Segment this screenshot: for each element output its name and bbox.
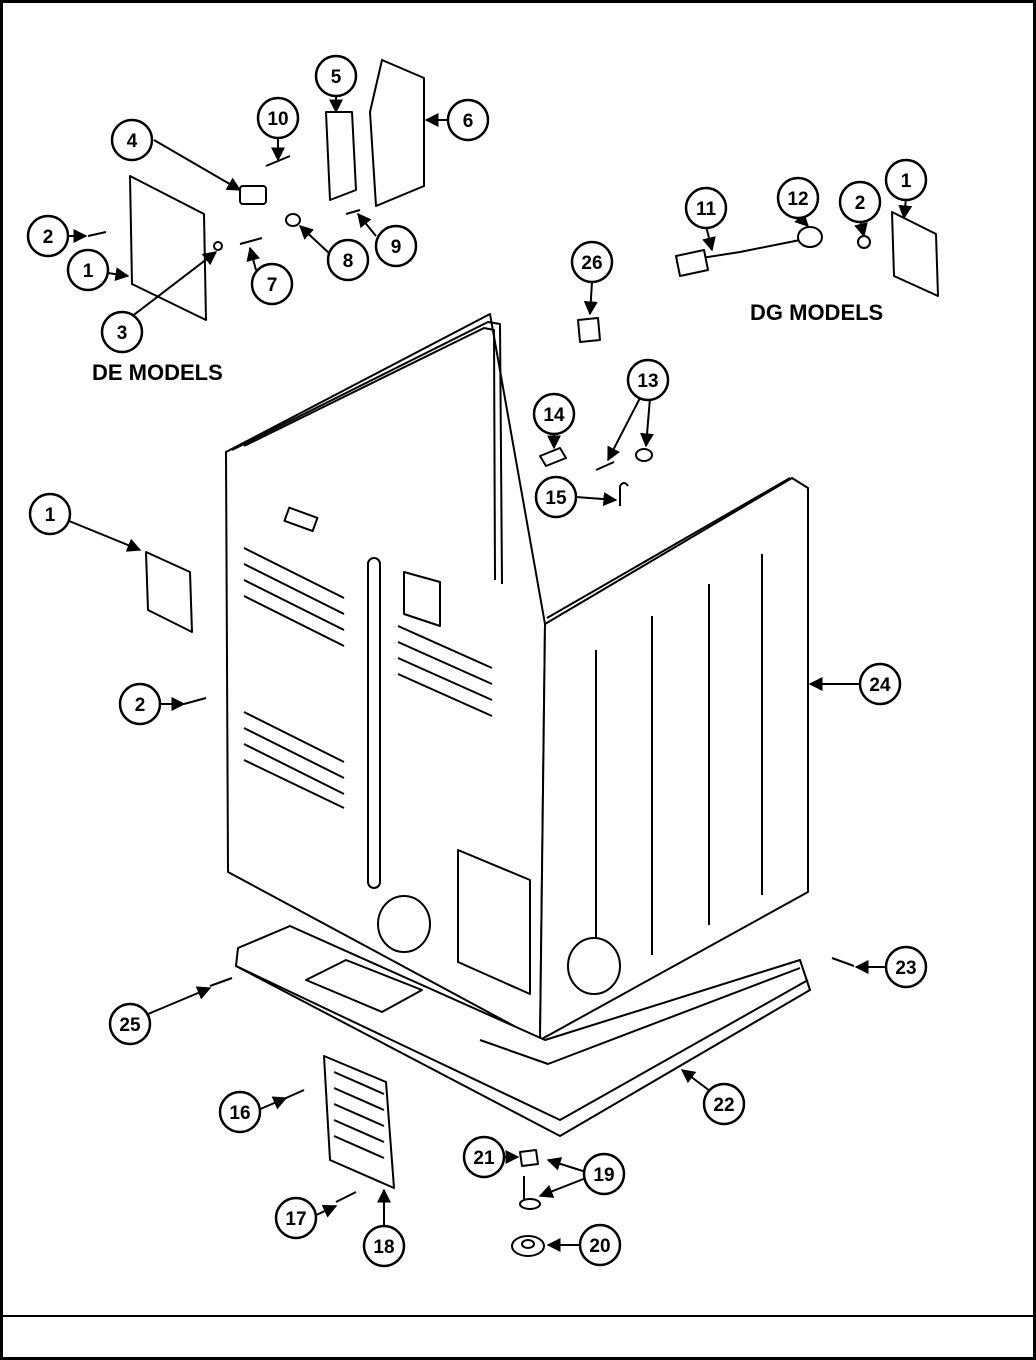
callout-1-dg: 1	[886, 160, 926, 200]
callout-2-left: 2	[120, 684, 160, 724]
callout-8: 8	[328, 240, 368, 280]
callout-11: 11	[686, 188, 726, 228]
callout-2-de: 2	[28, 216, 68, 256]
callout-4: 4	[112, 120, 152, 160]
callout-15: 15	[536, 477, 576, 517]
de-models-label: DE MODELS	[92, 360, 223, 385]
callout-14: 14	[534, 394, 574, 434]
svg-text:22: 22	[713, 1095, 734, 1116]
svg-text:12: 12	[787, 189, 808, 210]
terminal-bracket	[370, 60, 424, 206]
svg-text:21: 21	[473, 1148, 495, 1169]
callout-23: 23	[886, 947, 926, 987]
callout-9: 9	[376, 226, 416, 266]
callout-1-de: 1	[68, 250, 108, 290]
callout-19: 19	[584, 1154, 624, 1194]
callout-5: 5	[316, 56, 356, 96]
svg-text:6: 6	[463, 111, 474, 132]
svg-text:1: 1	[45, 505, 56, 526]
svg-text:7: 7	[267, 275, 278, 296]
strain-relief	[798, 227, 822, 247]
callout-7: 7	[252, 264, 292, 304]
svg-text:20: 20	[589, 1236, 610, 1257]
terminal-cover-dg	[892, 212, 938, 296]
callout-21: 21	[464, 1137, 504, 1177]
callout-16: 16	[220, 1092, 260, 1132]
terminal-cover-left	[146, 552, 192, 632]
access-cover-plate	[324, 1056, 394, 1188]
svg-text:2: 2	[43, 227, 54, 248]
svg-text:5: 5	[331, 67, 342, 88]
svg-text:16: 16	[229, 1103, 250, 1124]
svg-text:26: 26	[581, 253, 602, 274]
screw-de	[88, 232, 106, 236]
svg-text:2: 2	[855, 193, 866, 214]
svg-text:18: 18	[373, 1237, 394, 1258]
svg-text:23: 23	[895, 958, 916, 979]
svg-text:4: 4	[127, 131, 138, 152]
callout-13: 13	[628, 360, 668, 400]
cabinet-part	[226, 314, 808, 1040]
callout-17: 17	[276, 1198, 316, 1238]
svg-text:11: 11	[696, 199, 717, 220]
terminal-block	[326, 112, 356, 200]
dg-models-label: DG MODELS	[750, 300, 883, 325]
callout-2-dg: 2	[840, 182, 880, 222]
callout-10: 10	[258, 98, 298, 138]
callout-12: 12	[778, 178, 818, 218]
svg-text:3: 3	[117, 323, 128, 344]
callout-20: 20	[580, 1225, 620, 1265]
callout-6: 6	[448, 100, 488, 140]
svg-text:14: 14	[543, 405, 565, 426]
svg-text:1: 1	[901, 171, 912, 192]
svg-text:9: 9	[391, 237, 402, 258]
callout-18: 18	[364, 1226, 404, 1266]
callout-24: 24	[860, 664, 900, 704]
svg-text:13: 13	[637, 371, 658, 392]
svg-text:2: 2	[135, 695, 146, 716]
terminal-cover-de	[130, 176, 206, 320]
callout-1-left: 1	[30, 494, 70, 534]
callout-3: 3	[102, 312, 142, 352]
svg-text:8: 8	[343, 251, 354, 272]
svg-text:17: 17	[285, 1209, 306, 1230]
callout-26: 26	[572, 242, 612, 282]
svg-text:19: 19	[593, 1165, 614, 1186]
callout-22: 22	[704, 1084, 744, 1124]
svg-text:25: 25	[119, 1015, 141, 1036]
callout-25: 25	[110, 1004, 150, 1044]
svg-text:1: 1	[83, 261, 94, 282]
svg-text:15: 15	[545, 488, 567, 509]
svg-text:10: 10	[267, 109, 288, 130]
svg-text:24: 24	[869, 675, 891, 696]
